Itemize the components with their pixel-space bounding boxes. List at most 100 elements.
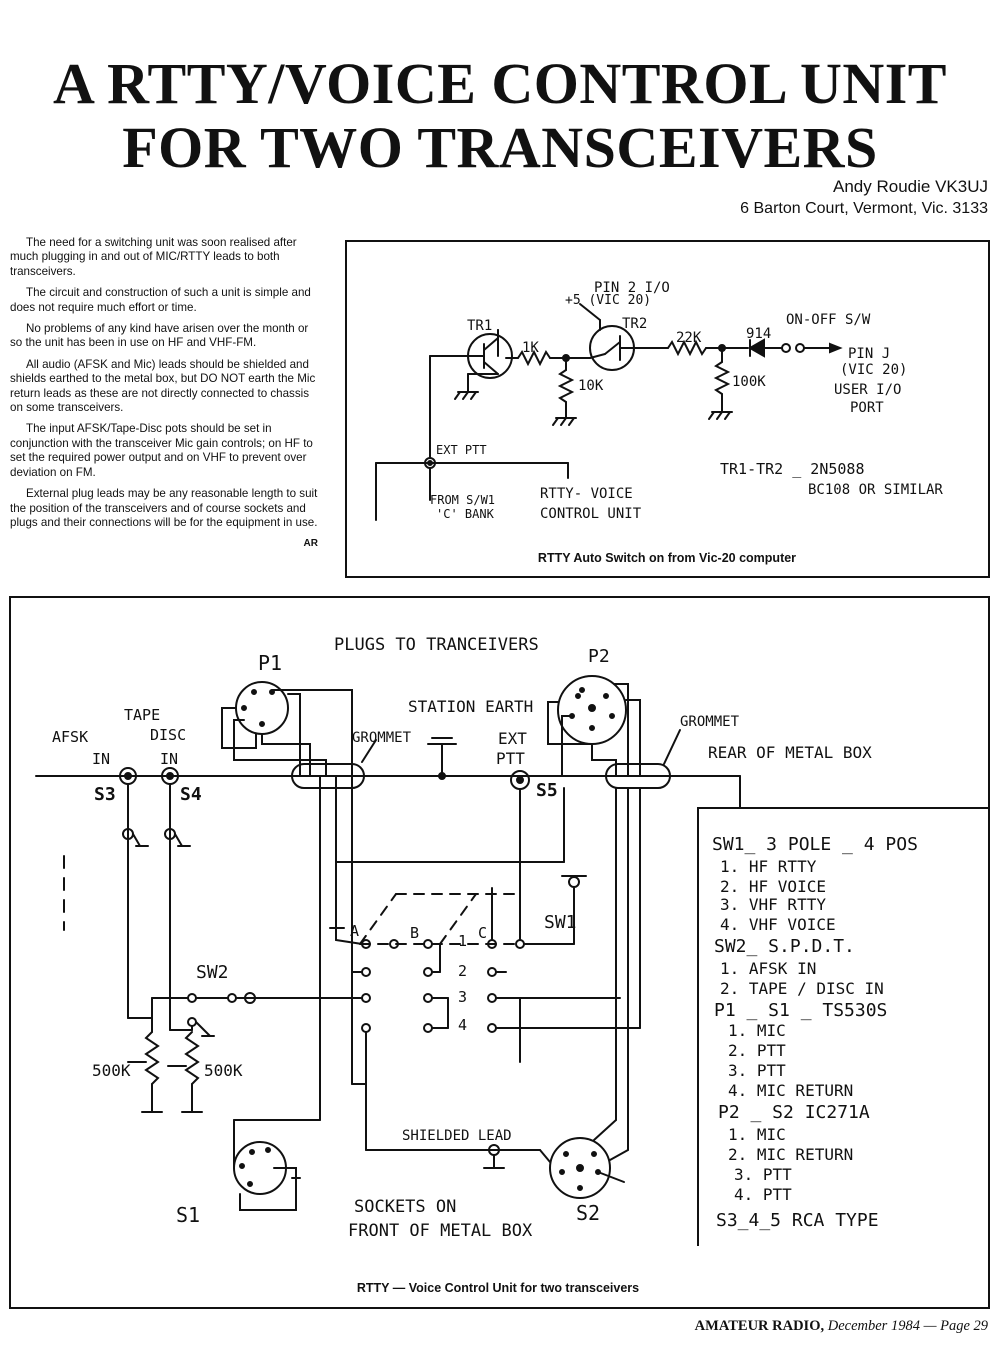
bank-b-label: B — [410, 924, 419, 942]
r2-label: 10K — [578, 378, 604, 394]
page-footer: AMATEUR RADIO, December 1984 — Page 29 — [695, 1318, 988, 1335]
publication-name: AMATEUR RADIO, — [694, 1318, 825, 1334]
end-mark: AR — [303, 538, 318, 550]
r3-label: 22K — [676, 330, 702, 346]
s4-label: S4 — [180, 784, 202, 805]
front-label-1: SOCKETS ON — [354, 1197, 456, 1217]
title-line-2: FOR TWO TRANSCEIVERS — [122, 115, 878, 180]
s1-label: S1 — [176, 1203, 200, 1227]
ext-ptt-label: EXT PTT — [436, 443, 487, 457]
pos-3-label: 3 — [458, 988, 467, 1006]
pinj-sub-label: (VIC 20) — [840, 362, 907, 378]
pos-1-label: 1 — [458, 932, 467, 950]
pin2-label: PIN 2 I/O — [594, 280, 670, 296]
c-bank-label: 'C' BANK — [436, 507, 495, 521]
s3-label: S3 — [94, 784, 116, 805]
s5-socket — [510, 770, 530, 790]
author-block: Andy Roudie VK3UJ 6 Barton Court, Vermon… — [740, 176, 988, 220]
bank-a-label: A — [350, 922, 359, 940]
tr1-label: TR1 — [467, 318, 492, 334]
article-title: A RTTY/VOICE CONTROL UNIT FOR TWO TRANSC… — [0, 52, 1000, 180]
pos-4-label: 4 — [458, 1016, 467, 1034]
legend-line: P1 _ S1 _ TS530S — [714, 1000, 887, 1021]
unit-label-1: RTTY- VOICE — [540, 486, 633, 502]
legend-line: P2 _ S2 IC271A — [718, 1102, 870, 1123]
grommet-right — [605, 763, 671, 789]
article-body: The need for a switching unit was soon r… — [10, 236, 318, 559]
rear-label: REAR OF METAL BOX — [708, 743, 872, 762]
resistor-10k — [557, 369, 575, 403]
legend-line: 2. MIC RETURN — [728, 1145, 853, 1164]
p1-label: P1 — [258, 651, 282, 675]
diode-label: 914 — [746, 326, 771, 342]
paragraph: All audio (AFSK and Mic) leads should be… — [10, 357, 316, 415]
pinj-label: PIN J — [848, 346, 890, 362]
legend-box — [697, 807, 989, 1246]
ext-label: EXT — [498, 729, 527, 748]
from-sw-label: FROM S/W1 — [430, 493, 495, 507]
grommet-left-label: GROMMET — [352, 730, 412, 746]
tr-type-2: BC108 OR SIMILAR — [808, 482, 943, 498]
title-line-1: A RTTY/VOICE CONTROL UNIT — [53, 51, 947, 116]
afsk-label: AFSK — [52, 728, 88, 746]
tape-label: TAPE — [124, 706, 160, 724]
paragraph: No problems of any kind have arisen over… — [10, 322, 309, 350]
legend: SW1_ 3 POLE _ 4 POS 1. HF RTTY 2. HF VOI… — [712, 834, 918, 1231]
pot-right-label: 500K — [204, 1061, 243, 1080]
legend-line: 1. MIC — [728, 1021, 786, 1040]
paragraph: The input AFSK/Tape-Disc pots should be … — [10, 422, 313, 479]
legend-line: 2. TAPE / DISC IN — [720, 979, 884, 998]
pot-left — [144, 1031, 160, 1085]
sw2-label: SW2 — [196, 962, 229, 983]
grommet-right-label: GROMMET — [680, 714, 740, 730]
pot-left-label: 500K — [92, 1061, 131, 1080]
disc-label: DISC — [150, 726, 186, 744]
bank-c-label: C — [478, 924, 487, 942]
legend-line: 3. PTT — [734, 1165, 792, 1184]
legend-line: 4. VHF VOICE — [720, 915, 836, 934]
plugs-title: PLUGS TO TRANCEIVERS — [334, 635, 539, 655]
ptt-label: PTT — [496, 749, 525, 768]
s2-label: S2 — [576, 1201, 600, 1225]
s4-socket — [161, 767, 179, 785]
legend-line: 3. PTT — [728, 1061, 786, 1080]
p2-label: P2 — [588, 646, 610, 667]
p1-plug — [221, 681, 289, 749]
paragraph: The circuit and construction of such a u… — [10, 286, 311, 314]
port-label: PORT — [850, 400, 884, 416]
pos-2-label: 2 — [458, 962, 467, 980]
resistor-1k — [517, 349, 551, 367]
legend-line: 1. MIC — [728, 1125, 786, 1144]
legend-line: 2. HF VOICE — [720, 877, 826, 896]
s5-label: S5 — [536, 780, 558, 801]
tr2-label: TR2 — [622, 316, 647, 332]
r1-label: 1K — [522, 340, 539, 356]
figure-2-caption: RTTY — Voice Control Unit for two transc… — [357, 1281, 639, 1295]
paragraph: The need for a switching unit was soon r… — [10, 236, 297, 278]
legend-line: S3_4_5 RCA TYPE — [716, 1210, 879, 1231]
tr-type-1: TR1-TR2 _ 2N5088 — [720, 460, 865, 478]
author-address: 6 Barton Court, Vermont, Vic. 3133 — [740, 200, 988, 217]
date-page: December 1984 — Page 29 — [827, 1318, 988, 1334]
shielded-label: SHIELDED LEAD — [402, 1128, 512, 1144]
pot-right — [184, 1031, 200, 1085]
user-io-label: USER I/O — [834, 382, 901, 398]
p2-plug — [547, 675, 627, 745]
grommet-left — [291, 763, 365, 789]
unit-label-2: CONTROL UNIT — [540, 506, 642, 522]
resistor-22k — [667, 339, 707, 357]
legend-line: 3. VHF RTTY — [720, 895, 826, 914]
figure-1-frame — [345, 240, 990, 578]
legend-line: 2. PTT — [728, 1041, 786, 1060]
plus5-label: +5 (VIC 20) — [565, 293, 651, 308]
author-name: Andy Roudie VK3UJ — [833, 177, 988, 196]
resistor-100k — [713, 361, 731, 395]
tape-in-label: IN — [160, 750, 178, 768]
front-label-2: FRONT OF METAL BOX — [348, 1221, 533, 1241]
legend-line: 1. HF RTTY — [720, 857, 817, 876]
onoff-label: ON-OFF S/W — [786, 312, 871, 328]
legend-line: 4. PTT — [734, 1185, 792, 1204]
legend-line: 4. MIC RETURN — [728, 1081, 853, 1100]
